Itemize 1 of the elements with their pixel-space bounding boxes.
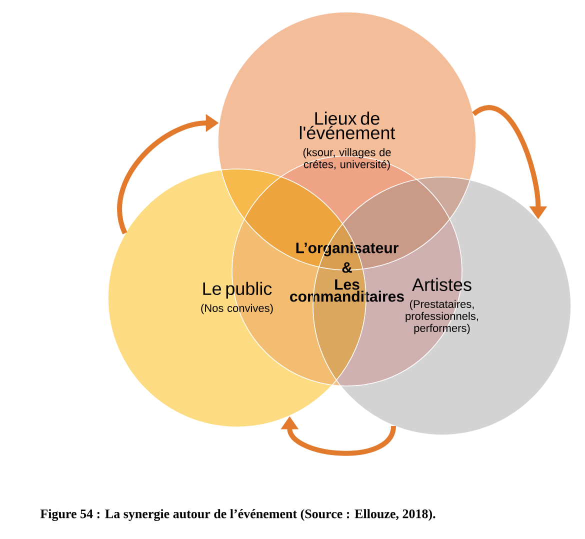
caption: Figure 54 : La synergie autour de l’événement (Source : Ellouze, 2018). (40, 509, 436, 521)
